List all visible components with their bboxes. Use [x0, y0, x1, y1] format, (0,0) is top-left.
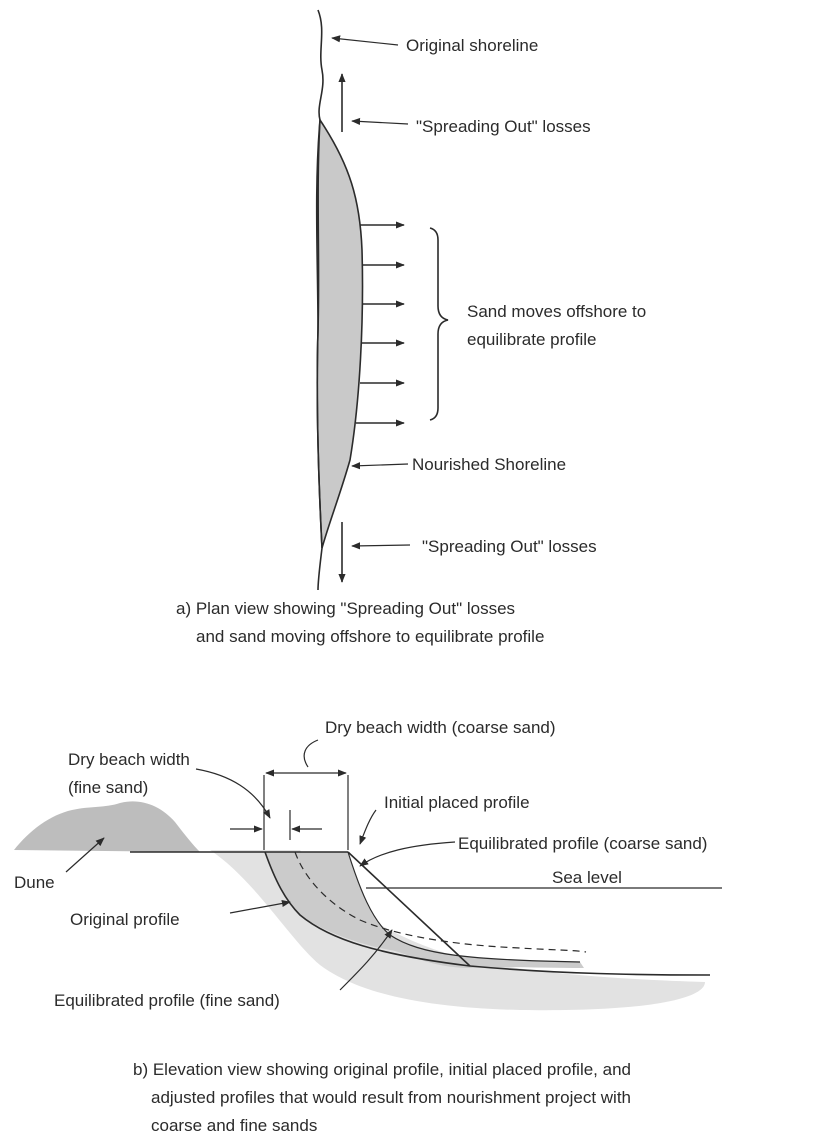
caption-a-line-2: and sand moving offshore to equilibrate … — [196, 627, 544, 646]
label-nourished-shoreline: Nourished Shoreline — [412, 455, 566, 474]
dune-shape — [14, 801, 200, 852]
label-dry-fine-2: (fine sand) — [68, 778, 148, 797]
label-spreading-bottom: "Spreading Out" losses — [422, 537, 597, 556]
spreading-top-pointer — [352, 121, 408, 124]
label-dune: Dune — [14, 873, 55, 892]
spreading-bottom-pointer — [352, 545, 410, 546]
label-eq-coarse: Equilibrated profile (coarse sand) — [458, 834, 707, 853]
caption-a-line-1: a) Plan view showing "Spreading Out" los… — [176, 599, 515, 618]
nourished-shoreline-arrow — [352, 464, 408, 466]
offshore-brace — [430, 228, 448, 420]
nourished-sand-area — [317, 120, 363, 548]
label-eq-fine: Equilibrated profile (fine sand) — [54, 991, 280, 1010]
elevation-view: Dry beach width (coarse sand) Dry beach … — [14, 718, 722, 1135]
caption-b-line-2: adjusted profiles that would result from… — [151, 1088, 631, 1107]
label-dry-coarse: Dry beach width (coarse sand) — [325, 718, 556, 737]
label-original-shoreline: Original shoreline — [406, 36, 538, 55]
label-original-profile: Original profile — [70, 910, 180, 929]
original-shoreline-arrow — [332, 38, 398, 45]
label-sand-moves-2: equilibrate profile — [467, 330, 596, 349]
label-initial-placed: Initial placed profile — [384, 793, 530, 812]
caption-b-line-3: coarse and fine sands — [151, 1116, 317, 1135]
label-spreading-top: "Spreading Out" losses — [416, 117, 591, 136]
dry-fine-leader — [196, 769, 270, 818]
initial-leader — [360, 810, 376, 844]
dry-coarse-leader — [304, 740, 318, 767]
caption-b-line-1: b) Elevation view showing original profi… — [133, 1060, 631, 1079]
label-dry-fine-1: Dry beach width — [68, 750, 190, 769]
label-sea-level: Sea level — [552, 868, 622, 887]
plan-view: Original shoreline "Spreading Out" losse… — [176, 10, 646, 646]
eq-coarse-leader — [360, 842, 455, 866]
label-sand-moves-1: Sand moves offshore to — [467, 302, 646, 321]
